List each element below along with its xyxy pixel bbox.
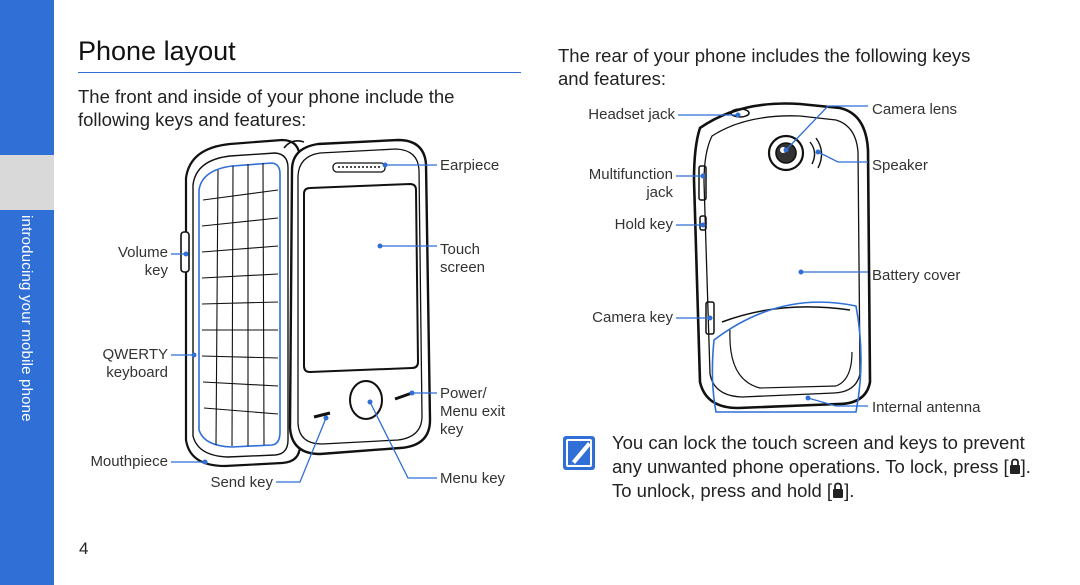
callout-dots — [183, 112, 821, 465]
label-power-line1: Power/ — [440, 385, 487, 402]
label-power-line2: Menu exit — [440, 403, 506, 420]
lock-key-icon — [1009, 458, 1020, 474]
label-send-key: Send key — [210, 474, 273, 491]
sidebar: introducing your mobile phone — [0, 0, 54, 585]
label-touch-screen-line2: screen — [440, 259, 486, 276]
label-menu-key: Menu key — [440, 470, 506, 487]
label-multifunction-line1: Multifunction — [588, 166, 673, 183]
lock-key-icon-2 — [833, 482, 844, 498]
label-qwerty-line2: keyboard — [106, 364, 168, 381]
sidebar-tab-marker — [0, 155, 54, 210]
page-title: Phone layout — [78, 36, 236, 66]
label-volume-key-line2: key — [144, 262, 168, 279]
label-touch-screen-line1: Touch — [440, 241, 481, 258]
note-text-part3: ]. — [844, 480, 855, 501]
note-pencil-icon — [563, 436, 595, 470]
rear-phone-illustration — [692, 102, 872, 413]
page-number: 4 — [79, 539, 89, 558]
front-intro-text: The front and inside of your phone inclu… — [78, 86, 455, 130]
label-qwerty-line1: QWERTY — [102, 346, 168, 363]
label-volume-key-line1: Volume — [117, 244, 168, 261]
label-camera-lens: Camera lens — [872, 101, 958, 118]
label-hold-key: Hold key — [614, 216, 673, 233]
label-power-line3: key — [440, 421, 464, 438]
lock-note: You can lock the touch screen and keys t… — [612, 431, 1032, 503]
label-multifunction-line2: jack — [646, 184, 673, 201]
note-text-part1: You can lock the touch screen and keys t… — [612, 432, 1025, 477]
label-headset-jack: Headset jack — [588, 106, 675, 123]
title-underline — [78, 72, 521, 73]
callout-leader-lines — [171, 105, 868, 483]
label-mouthpiece: Mouthpiece — [90, 453, 168, 470]
label-camera-key: Camera key — [592, 309, 673, 326]
label-battery-cover: Battery cover — [872, 267, 961, 284]
label-internal-antenna: Internal antenna — [872, 399, 981, 416]
note-text-part2: ]. To unlock, press and hold [ — [612, 456, 1031, 501]
label-speaker: Speaker — [872, 157, 928, 174]
front-phone-illustration — [180, 138, 432, 468]
rear-intro-text: The rear of your phone includes the foll… — [558, 45, 971, 89]
label-earpiece: Earpiece — [440, 157, 500, 174]
